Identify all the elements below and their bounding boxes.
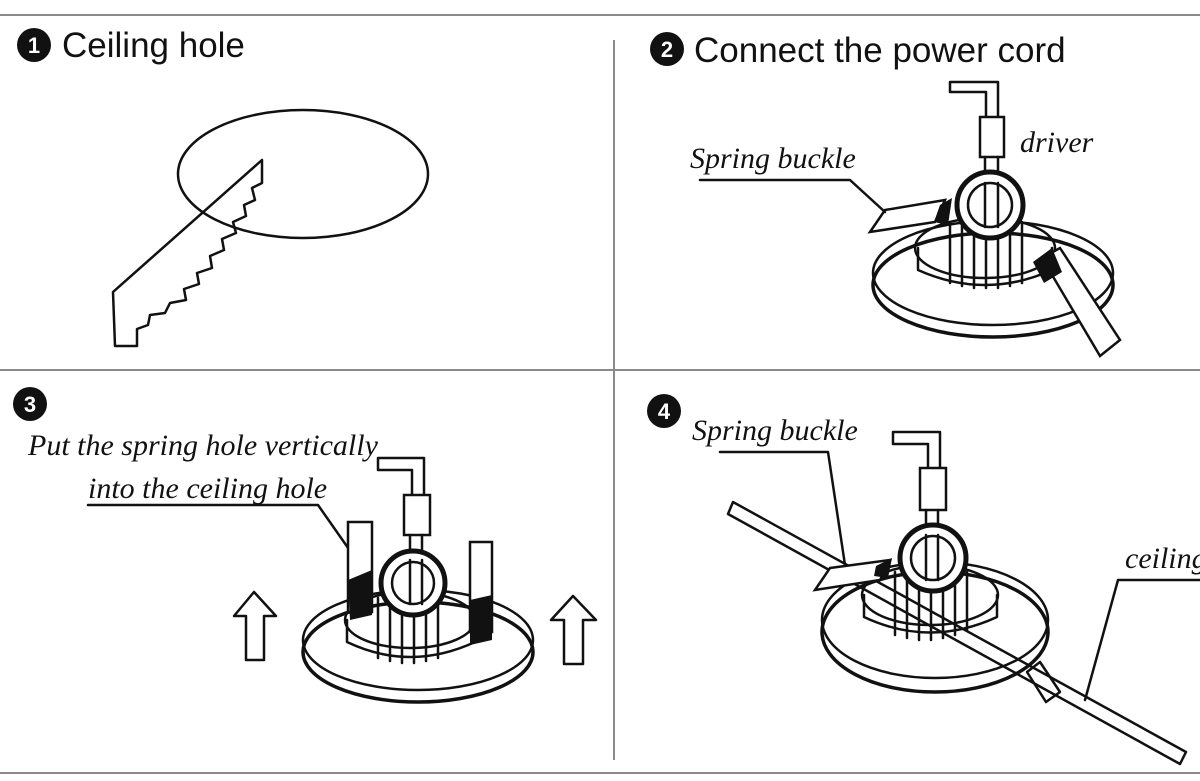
svg-text:Spring buckle: Spring buckle bbox=[692, 414, 858, 447]
step-number: 1 bbox=[28, 33, 40, 58]
label-ceiling: ceiling bbox=[1083, 542, 1200, 702]
instruction-line-1: Put the spring hole vertically bbox=[27, 429, 379, 462]
saw-icon bbox=[111, 158, 264, 348]
label-spring-buckle: Spring buckle bbox=[692, 414, 858, 567]
ceiling-board bbox=[726, 500, 1188, 766]
arrow-up-icon bbox=[232, 590, 278, 662]
step-number-badge: 1 bbox=[17, 28, 51, 62]
step-title: Ceiling hole bbox=[62, 26, 245, 65]
step-number: 3 bbox=[24, 392, 36, 417]
panel-step-1: 1 Ceiling hole bbox=[17, 26, 430, 348]
step-number-badge: 4 bbox=[647, 394, 681, 428]
panel-step-3: 3 Put the spring hole vertically into th… bbox=[13, 387, 598, 704]
instruction-line-2: into the ceiling hole bbox=[88, 472, 327, 505]
downlight-icon bbox=[301, 456, 535, 704]
svg-text:ceiling: ceiling bbox=[1125, 542, 1200, 575]
downlight-icon bbox=[867, 80, 1122, 358]
label-driver: driver bbox=[1020, 126, 1094, 159]
step-number-badge: 2 bbox=[650, 32, 684, 66]
svg-text:Spring buckle: Spring buckle bbox=[690, 142, 856, 175]
step-title: Connect the power cord bbox=[694, 31, 1066, 70]
panel-dividers bbox=[0, 14, 1200, 774]
step-number: 2 bbox=[661, 37, 673, 62]
panel-step-2: 2 Connect the power cord bbox=[650, 31, 1122, 358]
ceiling-hole-outline bbox=[176, 108, 430, 240]
label-spring-buckle: Spring buckle bbox=[690, 142, 887, 214]
step-number-badge: 3 bbox=[13, 387, 47, 421]
panel-step-4: 4 Spring buckle ceiling bbox=[647, 394, 1200, 766]
step-number: 4 bbox=[658, 399, 671, 424]
arrow-up-icon bbox=[549, 594, 598, 666]
downlight-icon bbox=[812, 430, 1062, 704]
instruction-leader-line bbox=[86, 503, 362, 567]
